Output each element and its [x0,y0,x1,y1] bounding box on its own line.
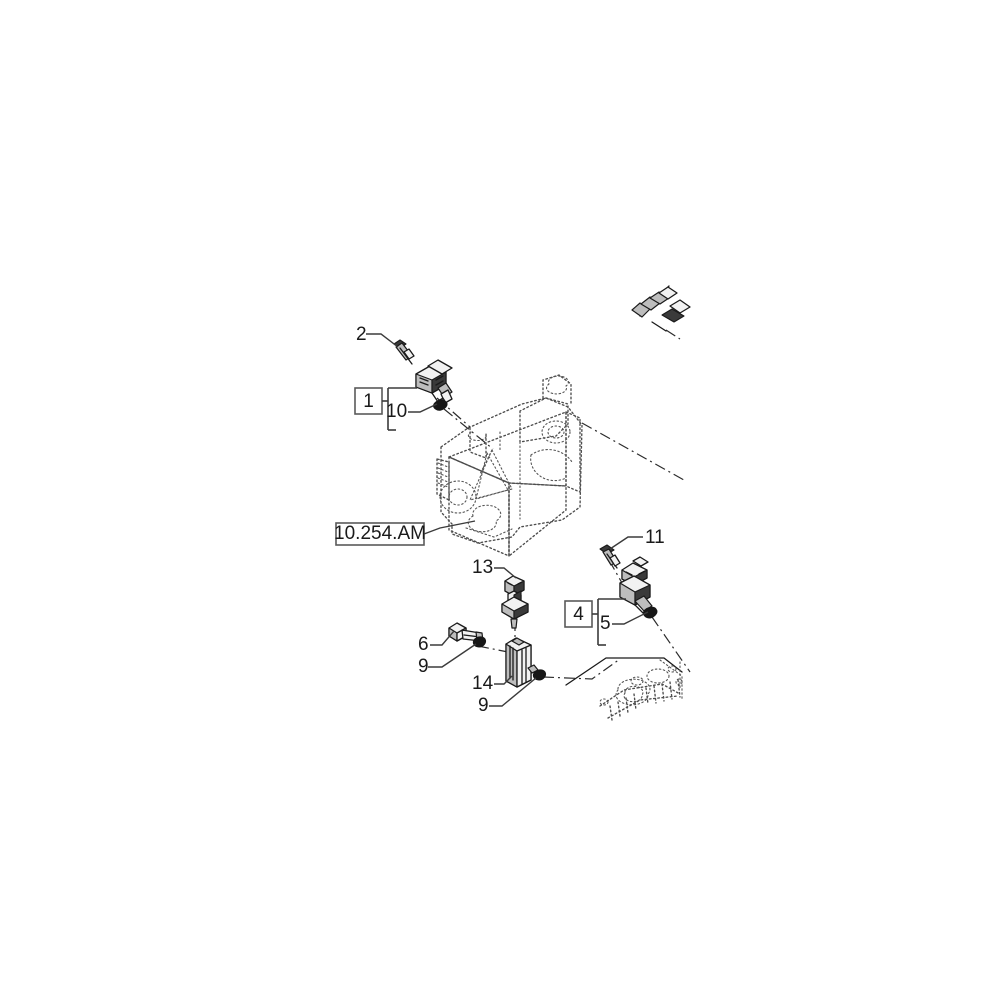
callout-9-lower: 9 [478,677,537,716]
group-1-box[interactable] [354,387,383,415]
callout-2: 2 [356,324,399,348]
callout-9-upper: 9 [418,643,477,677]
callout-2-label: 2 [356,324,367,345]
callout-14: 14 [472,673,513,694]
upper-right-sensor-fragment [631,285,691,340]
callout-5-label: 5 [600,613,611,634]
engine-block-phantom [565,657,683,721]
callout-13-label: 13 [472,557,493,578]
callout-6: 6 [418,630,455,655]
part-13-temperature-sender [501,575,529,629]
part-10-o-ring [433,399,448,411]
part-9-washer-lower [532,669,546,681]
callout-6-label: 6 [418,634,429,655]
part-4-sensor-assembly [619,556,653,617]
callout-13: 13 [472,557,517,579]
part-9-washer-upper [472,636,486,648]
part-14-bracket [505,637,539,688]
ref-10254am-label: 10.254.AM [334,523,426,544]
ref-10254am[interactable]: 10.254.AM [334,520,476,546]
group-1-bracket: 1 [354,387,417,431]
callout-9-upper-label: 9 [418,656,429,677]
group-4-label: 4 [573,604,584,625]
callout-10-label: 10 [386,401,407,422]
part-11-bolt [599,544,621,569]
callout-11-label: 11 [645,527,665,548]
group-4-bracket: 4 [564,598,626,646]
transmission-housing-phantom [436,374,583,558]
callout-5: 5 [600,611,649,634]
part-1-sensor-assembly [415,359,453,409]
group-4-box[interactable] [564,600,593,628]
part-5-o-ring [643,606,658,619]
callout-11: 11 [609,527,665,550]
part-2-bolt [393,339,415,365]
group-1-label: 1 [363,391,374,412]
callout-10: 10 [386,401,438,422]
callout-9-lower-label: 9 [478,695,489,716]
callout-14-label: 14 [472,673,494,694]
